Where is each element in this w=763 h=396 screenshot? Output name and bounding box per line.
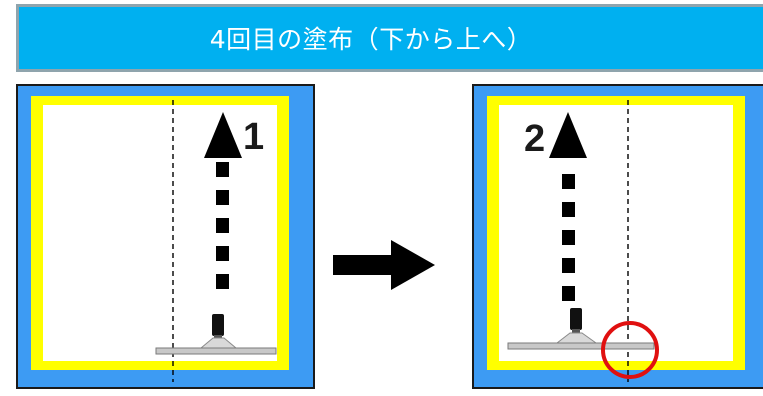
panel-step-1: 1 xyxy=(16,84,315,389)
arrow-dash xyxy=(216,190,229,205)
window-pane xyxy=(43,105,277,361)
arrow-head-icon xyxy=(549,112,587,158)
panel-step-2-graphics xyxy=(507,100,659,382)
title-banner: 4回目の塗布（下から上へ） xyxy=(16,4,763,72)
arrow-dash xyxy=(562,286,575,301)
panel-step-2: 2 xyxy=(472,84,763,389)
overlap-highlight-circle xyxy=(601,321,659,379)
arrow-dash xyxy=(216,162,229,177)
window-pane xyxy=(499,105,733,361)
squeegee-icon xyxy=(507,308,655,350)
arrow-dash xyxy=(216,246,229,261)
squeegee-icon xyxy=(155,314,277,355)
arrow-dash xyxy=(562,202,575,217)
arrow-dash xyxy=(216,218,229,233)
arrow-dash xyxy=(562,174,575,189)
upward-motion-arrow xyxy=(549,112,587,301)
step-number-2: 2 xyxy=(524,118,546,160)
arrow-dash xyxy=(216,274,229,289)
arrow-head-icon xyxy=(204,112,242,158)
step-number-1: 1 xyxy=(243,116,265,158)
upward-motion-arrow xyxy=(204,112,242,289)
arrow-dash xyxy=(562,230,575,245)
arrow-dash xyxy=(562,258,575,273)
page-title: 4回目の塗布（下から上へ） xyxy=(209,25,533,54)
panel-step-1-graphics xyxy=(155,100,277,382)
next-step-arrow-icon xyxy=(333,240,435,290)
